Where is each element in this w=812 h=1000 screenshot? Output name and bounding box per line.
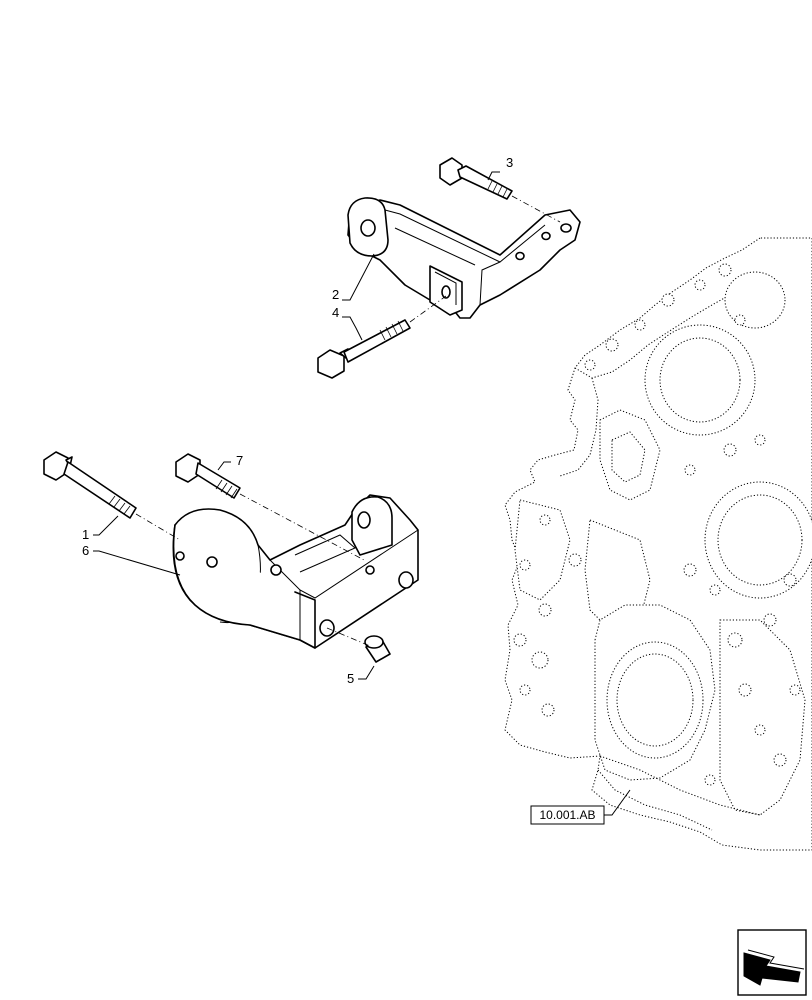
callout-leaders [93,171,631,816]
bolt-7 [175,453,241,499]
reference-box[interactable]: 10.001.AB [530,805,605,825]
callout-1: 1 [82,527,89,542]
lower-bracket [172,494,419,649]
bolt-3 [439,157,513,200]
callout-7: 7 [236,453,243,468]
centerline-bolt-4 [409,295,447,323]
reference-label: 10.001.AB [539,808,595,822]
callout-6: 6 [82,543,89,558]
callout-3: 3 [506,155,513,170]
engine-block [504,237,812,851]
centerline-bolt-1 [135,513,181,541]
upper-bracket [347,197,581,319]
bolt-1 [43,451,137,519]
centerline-bolt-3 [511,195,561,223]
centerline-bolt-7 [239,493,365,561]
sleeve-5 [364,635,391,663]
callout-5: 5 [347,671,354,686]
callout-4: 4 [332,305,339,320]
previous-arrow-icon[interactable] [737,929,807,996]
callout-2: 2 [332,287,339,302]
bolt-4 [317,319,411,379]
